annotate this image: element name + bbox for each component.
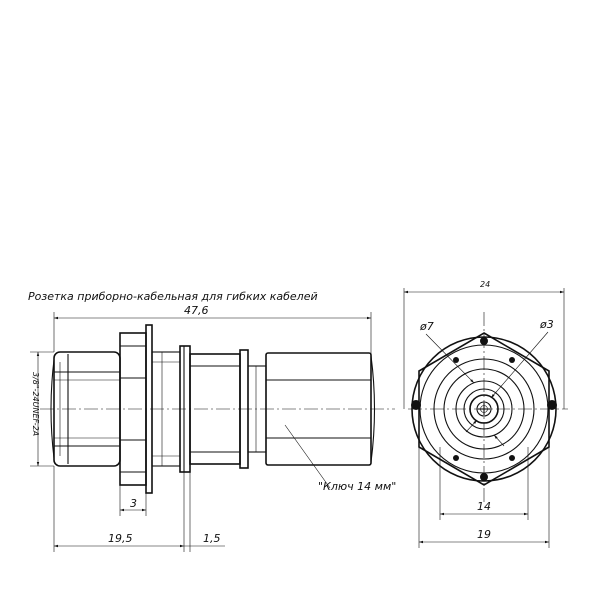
dim-panel-gap: 1,5	[203, 532, 221, 545]
mount-hole-top	[480, 337, 488, 345]
dim-width-19: 19	[477, 528, 491, 541]
dim-dia-inner: ø3	[539, 318, 554, 331]
mount-hole-bottom	[480, 473, 488, 481]
dim-overall-length: 47,6	[184, 304, 209, 317]
side-view: "Ключ 14 мм" 3/8"-24UNEF-2A 47,6 3 19,5 …	[30, 304, 396, 552]
dim-dia-outer: ø7	[419, 320, 434, 333]
dim-top-width: 24	[480, 280, 490, 289]
mount-hole-left	[411, 400, 421, 410]
thread-label: 3/8"-24UNEF-2A	[31, 372, 40, 436]
key-leader	[284, 424, 331, 489]
key-note: "Ключ 14 мм"	[318, 480, 396, 493]
dielectric	[469, 394, 499, 424]
dim-flange-width: 3	[130, 497, 137, 510]
front-hex	[418, 332, 550, 486]
rear-hex	[265, 352, 372, 466]
mount-hole-right	[547, 400, 557, 410]
front-view: ø7 ø3 24 14 19	[403, 280, 568, 548]
drawing-title: Розетка приборно-кабельная для гибких ка…	[28, 290, 318, 303]
dim-length-to-panel: 19,5	[108, 532, 133, 545]
dim-width-14: 14	[477, 500, 491, 513]
